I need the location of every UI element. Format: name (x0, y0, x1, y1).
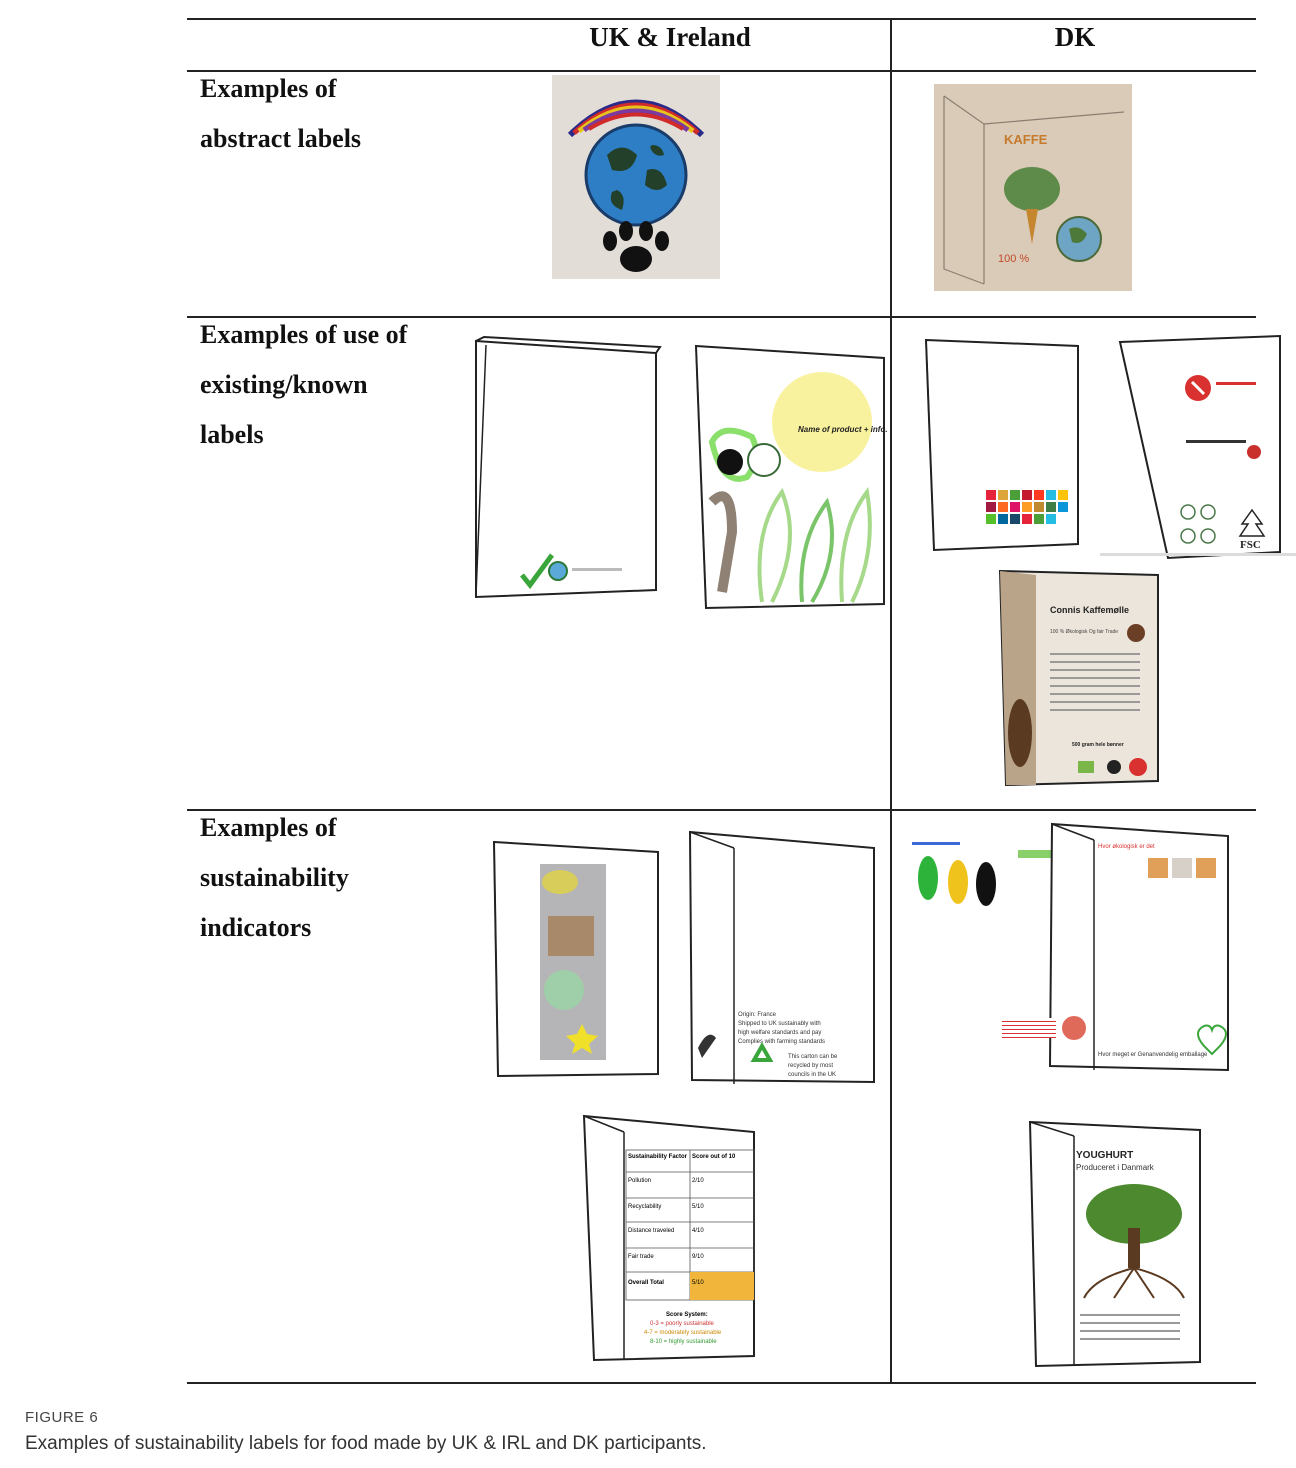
dk-stamp-text (1002, 1018, 1056, 1038)
row-label-line: indicators (200, 913, 312, 942)
uk-origin-line: high welfare standards and pay (738, 1030, 821, 1036)
uk-recycle-line: This carton can be (788, 1054, 838, 1060)
table-top-rule (187, 18, 1256, 20)
row-label-line: labels (200, 420, 264, 449)
figure-label: FIGURE 6 (25, 1409, 99, 1426)
row-rule-1 (187, 316, 1256, 318)
uk-abstract-drawing (552, 75, 720, 279)
score-row-factor: Pollution (628, 1178, 651, 1184)
svg-text:KAFFE: KAFFE (1004, 132, 1048, 147)
dk-coffee-weight: 500 gram hele bønner (1072, 742, 1124, 748)
table-bottom-rule (187, 1382, 1256, 1384)
uk-indicator-box-a (490, 838, 662, 1078)
score-legend-title: Score System: (666, 1312, 708, 1318)
row-label-line: abstract labels (200, 124, 362, 153)
dk-coffee-box: Connis Kaffemølle 100 % Økologisk Og fai… (996, 563, 1162, 789)
row-label-line: existing/known (200, 370, 368, 399)
arrow-icon (1018, 850, 1052, 858)
uk-existing-box-a (470, 335, 662, 603)
score-legend-line: 0-3 = poorly sustainable (650, 1321, 715, 1327)
column-divider (890, 18, 892, 1384)
row-label-abstract: Examples of abstract labels (200, 64, 361, 164)
score-legend-line: 4-7 = moderately sustainable (644, 1330, 722, 1336)
uk-recycle-line: councils in the UK (788, 1072, 836, 1078)
row-label-existing: Examples of use of existing/known labels (200, 310, 407, 460)
dk-yoghurt-box: YOUGHURT Produceret i Danmark (1026, 1118, 1204, 1368)
column-header-uk: UK & Ireland (589, 22, 751, 52)
dk-indicator-box-a: Hvor økologisk er det Hvor meget er Gena… (1044, 820, 1232, 1074)
dk-yoghurt-sub: Produceret i Danmark (1076, 1163, 1155, 1172)
score-row-value: 9/10 (692, 1254, 704, 1260)
uk-indicator-box-b: Origin: France Shipped to UK sustainably… (686, 828, 878, 1092)
row-label-indicators: Examples of sustainability indicators (200, 803, 349, 953)
score-total-value: 5/10 (692, 1280, 704, 1286)
uk-recycle-line: recycled by most (788, 1063, 833, 1069)
figure-caption: Examples of sustainability labels for fo… (25, 1433, 707, 1454)
header-rule (187, 70, 1256, 72)
row-label-line: Examples of use of (200, 320, 408, 349)
dk-eco-question: Hvor økologisk er det (1098, 844, 1155, 850)
dk-abstract-drawing: KAFFE 100 % (934, 84, 1132, 291)
score-header-score: Score out of 10 (692, 1154, 736, 1160)
score-total-label: Overall Total (628, 1280, 664, 1286)
dk-existing-box-a (922, 336, 1082, 554)
uk-existing-box-b: Name of product + info. (692, 342, 888, 612)
dk-coffee-sub: 100 % Økologisk Og fair Trade (1050, 629, 1118, 635)
dk-packaging-question: Hvor meget er Genanvendelig emballage (1098, 1052, 1208, 1058)
score-row-factor: Fair trade (628, 1254, 654, 1260)
dk-yoghurt-title: YOUGHURT (1076, 1150, 1133, 1161)
score-row-value: 5/10 (692, 1204, 704, 1210)
uk-origin-line: Origin: France (738, 1012, 777, 1018)
uk-origin-line: Shipped to UK sustainably with (738, 1021, 821, 1027)
score-row-value: 2/10 (692, 1178, 704, 1184)
image-strip-rule (1100, 553, 1296, 556)
score-row-factor: Recyclability (628, 1204, 661, 1210)
column-header-dk: DK (1054, 22, 1096, 52)
uk-existing-product-text: Name of product + info. (798, 425, 888, 434)
row-rule-2 (187, 809, 1256, 811)
dk-existing-box-b: FSC (1116, 332, 1284, 560)
score-legend-line: 8-10 = highly sustainable (650, 1339, 717, 1345)
row-label-line: Examples of (200, 74, 337, 103)
row-label-line: Examples of (200, 813, 337, 842)
score-row-factor: Distance traveled (628, 1228, 674, 1234)
dk-abstract-percent: 100 % (998, 253, 1029, 265)
score-header-factor: Sustainability Factor (628, 1154, 688, 1160)
uk-score-box: Sustainability Factor Score out of 10 Po… (578, 1110, 758, 1362)
score-row-value: 4/10 (692, 1228, 704, 1234)
dk-footprint-labels (908, 838, 1004, 910)
fsc-logo-text: FSC (1240, 539, 1261, 551)
uk-origin-line: Complies with farming standards (738, 1039, 825, 1045)
dk-coffee-brand: Connis Kaffemølle (1050, 605, 1129, 615)
row-label-line: sustainability (200, 863, 349, 892)
